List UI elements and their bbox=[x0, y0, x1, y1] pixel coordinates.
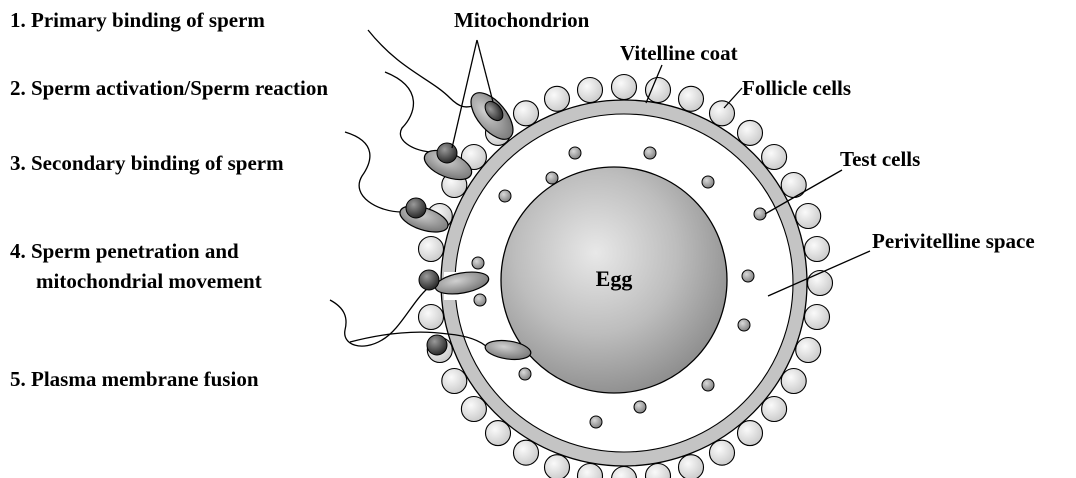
test-cell bbox=[702, 379, 714, 391]
follicle-cell bbox=[514, 101, 539, 126]
follicle-cell bbox=[646, 78, 671, 103]
test-cell bbox=[742, 270, 754, 282]
follicle-cell bbox=[679, 86, 704, 111]
follicle-cell bbox=[419, 237, 444, 262]
egg-label: Egg bbox=[596, 266, 633, 291]
follicle-cell bbox=[796, 338, 821, 363]
test-cell bbox=[644, 147, 656, 159]
follicle-cell bbox=[679, 455, 704, 478]
test-cell bbox=[499, 190, 511, 202]
mitochondrion bbox=[427, 335, 447, 355]
sperm-primary-binding bbox=[368, 30, 521, 146]
sperm-tail bbox=[385, 72, 430, 152]
follicle-cell bbox=[781, 369, 806, 394]
step5-label: 5. Plasma membrane fusion bbox=[10, 367, 259, 391]
follicle-cell bbox=[762, 145, 787, 170]
follicle-cells-label: Follicle cells bbox=[742, 76, 851, 100]
follicle-cell bbox=[545, 86, 570, 111]
perivitelline-space-label: Perivitelline space bbox=[872, 229, 1035, 253]
sperm-tail bbox=[330, 288, 428, 346]
test-cell bbox=[519, 368, 531, 380]
sperm-tail bbox=[368, 30, 486, 108]
sperm-activation bbox=[385, 72, 476, 185]
follicle-cell bbox=[545, 455, 570, 478]
follicle-cell bbox=[514, 440, 539, 465]
vitelline-coat-label: Vitelline coat bbox=[620, 41, 738, 65]
follicle-cell bbox=[578, 464, 603, 478]
mitochondrion bbox=[406, 198, 426, 218]
step4-label-line2: mitochondrial movement bbox=[36, 269, 262, 293]
follicle-cell bbox=[710, 101, 735, 126]
follicle-cell bbox=[612, 467, 637, 478]
follicle-cell bbox=[738, 120, 763, 145]
mitochondrion bbox=[437, 143, 457, 163]
follicle-cell bbox=[762, 397, 787, 422]
follicle-cell bbox=[738, 421, 763, 446]
follicle-cell bbox=[646, 464, 671, 478]
test-cell bbox=[738, 319, 750, 331]
test-cells-label: Test cells bbox=[840, 147, 920, 171]
step3-label: 3. Secondary binding of sperm bbox=[10, 151, 284, 175]
step4-label-line1: 4. Sperm penetration and bbox=[10, 239, 239, 263]
follicle-cell bbox=[442, 369, 467, 394]
sperm-secondary-binding bbox=[345, 132, 451, 237]
follicle-cell bbox=[808, 271, 833, 296]
test-cell bbox=[634, 401, 646, 413]
follicle-cells-leader bbox=[724, 88, 742, 108]
test-cell bbox=[472, 257, 484, 269]
follicle-cell bbox=[612, 75, 637, 100]
follicle-cell bbox=[781, 173, 806, 198]
sperm-tail bbox=[345, 132, 402, 212]
test-cell bbox=[569, 147, 581, 159]
follicle-cell bbox=[419, 305, 444, 330]
follicle-cell bbox=[805, 305, 830, 330]
test-cell bbox=[754, 208, 766, 220]
follicle-cell bbox=[461, 397, 486, 422]
mitochondrion-leader bbox=[452, 40, 477, 148]
follicle-cell bbox=[578, 78, 603, 103]
follicle-cell bbox=[796, 204, 821, 229]
test-cell bbox=[702, 176, 714, 188]
test-cell bbox=[474, 294, 486, 306]
step2-label: 2. Sperm activation/Sperm reaction bbox=[10, 76, 328, 100]
mitochondrion bbox=[419, 270, 439, 290]
test-cell bbox=[590, 416, 602, 428]
follicle-cell bbox=[486, 421, 511, 446]
step1-label: 1. Primary binding of sperm bbox=[10, 8, 265, 32]
follicle-cell bbox=[805, 237, 830, 262]
follicle-cell bbox=[710, 440, 735, 465]
test-cell bbox=[546, 172, 558, 184]
mitochondrion-label: Mitochondrion bbox=[454, 8, 590, 32]
